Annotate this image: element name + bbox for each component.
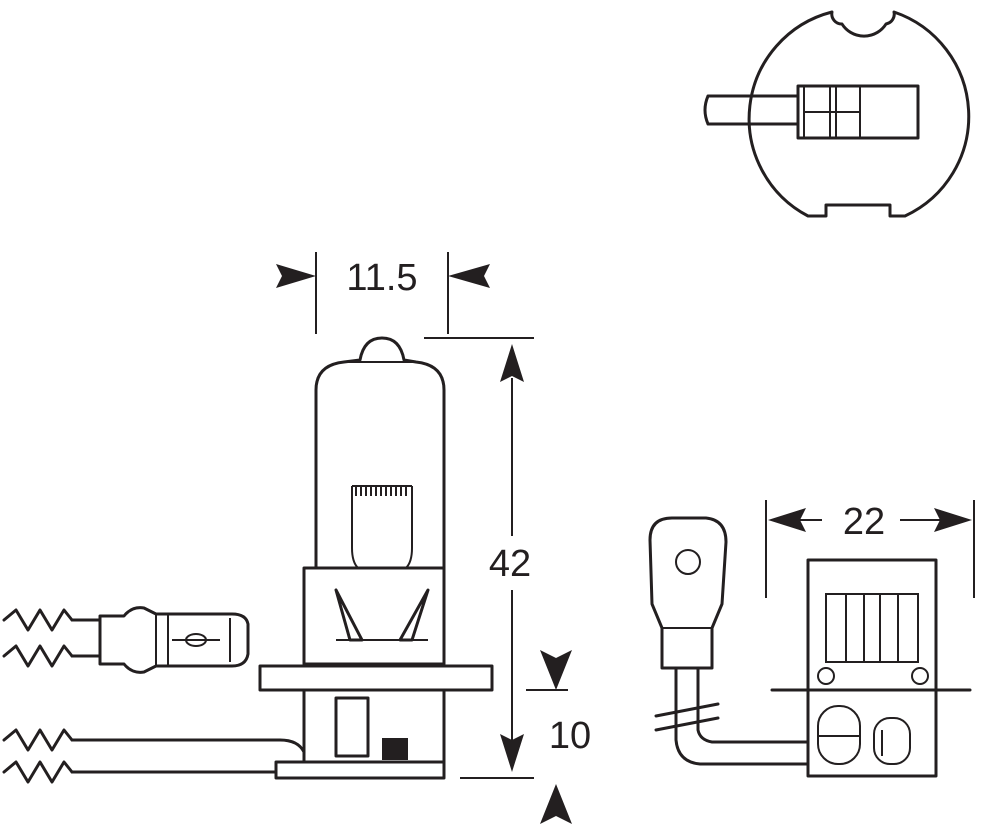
- filament-coil: [355, 486, 407, 496]
- arrow-icon: [276, 264, 316, 288]
- arrow-icon: [500, 734, 524, 772]
- connector-dimension: 22: [765, 500, 975, 598]
- width-dimension: 11.5: [276, 252, 490, 334]
- arrow-icon: [448, 264, 490, 288]
- socket-end-view: [703, 10, 971, 218]
- arrow-icon: [768, 508, 806, 532]
- height-dimension: 42: [424, 337, 534, 779]
- connector-side-view: [648, 516, 972, 778]
- width-label: 11.5: [346, 257, 417, 299]
- arrow-icon: [500, 344, 524, 382]
- arrow-icon: [540, 784, 572, 824]
- arrow-icon: [934, 508, 972, 532]
- height-label: 42: [489, 543, 531, 585]
- base-label: 10: [549, 715, 591, 757]
- base-dimension: 10: [526, 650, 591, 824]
- arrow-icon: [540, 650, 572, 690]
- bulb-side-view: [2, 336, 494, 784]
- connector-label: 22: [843, 501, 885, 543]
